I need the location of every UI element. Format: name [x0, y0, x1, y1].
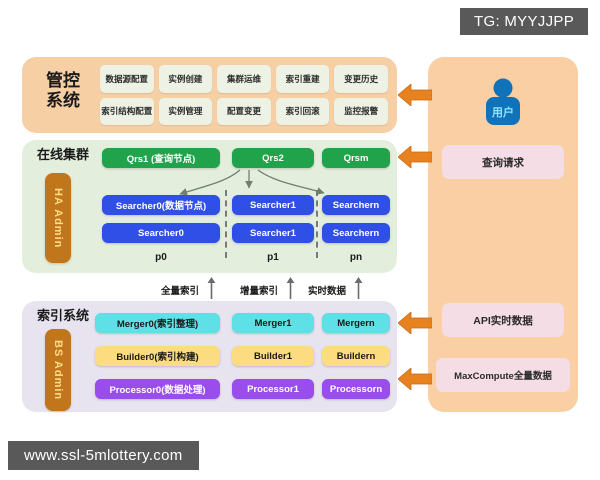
user-avatar-icon — [486, 78, 520, 125]
management-cell[interactable]: 实例管理 — [158, 97, 213, 125]
qrs-node[interactable]: Qrsm — [322, 148, 390, 168]
watermark-bottom-label: www.ssl-5mlottery.com — [8, 441, 199, 470]
watermark-top-label: TG: MYYJJPP — [460, 8, 588, 35]
builder-node[interactable]: Buildern — [322, 346, 390, 366]
merger-inbound-arrow-icon — [398, 312, 432, 334]
management-cell[interactable]: 变更历史 — [334, 65, 388, 93]
feed-label-full-index: 全量索引 — [161, 286, 200, 297]
maxcompute-full-data-box[interactable]: MaxCompute全量数据 — [436, 358, 570, 392]
searcher-node[interactable]: Searcher1 — [232, 195, 314, 215]
user-avatar-label: 用户 — [492, 107, 514, 119]
management-cell[interactable]: 监控报警 — [334, 97, 388, 125]
processor-node[interactable]: Processor1 — [232, 379, 314, 399]
index-system-title: 索引系统 — [36, 308, 89, 323]
management-system-section: 管控 系统 数据源配置 实例创建 集群运维 索引重建 变更历史 索引结构配置 实… — [22, 57, 397, 133]
searcher-node[interactable]: Searcher0(数据节点) — [102, 195, 220, 215]
qrs-node[interactable]: Qrs2 — [232, 148, 314, 168]
processor-inbound-arrow-icon — [398, 368, 432, 390]
builder-node[interactable]: Builder1 — [232, 346, 314, 366]
qrs-node[interactable]: Qrs1 (查询节点) — [102, 148, 220, 168]
merger-node[interactable]: Mergern — [322, 313, 390, 333]
searcher-node[interactable]: Searcher0 — [102, 223, 220, 243]
management-cell[interactable]: 索引回滚 — [275, 97, 330, 125]
online-cluster-inbound-arrow-icon — [398, 146, 432, 168]
management-feature-grid: 数据源配置 实例创建 集群运维 索引重建 变更历史 索引结构配置 实例管理 配置… — [100, 65, 388, 125]
partition-separator — [316, 190, 318, 258]
management-cell[interactable]: 索引结构配置 — [100, 97, 154, 125]
searcher-node[interactable]: Searcher1 — [232, 223, 314, 243]
full-index-up-arrow-icon — [207, 277, 216, 299]
processor-node[interactable]: Processorn — [322, 379, 390, 399]
partition-label: p1 — [267, 252, 279, 263]
realtime-data-up-arrow-icon — [354, 277, 363, 299]
management-cell[interactable]: 实例创建 — [158, 65, 213, 93]
processor-node[interactable]: Processor0(数据处理) — [95, 379, 220, 399]
online-cluster-section: 在线集群 HA Admin Qrs1 (查询节点) Qrs2 Qrsm Sear… — [22, 140, 397, 273]
partition-separator — [225, 190, 227, 258]
management-cell[interactable]: 索引重建 — [275, 65, 330, 93]
management-cell[interactable]: 集群运维 — [217, 65, 271, 93]
searcher-node[interactable]: Searchern — [322, 195, 390, 215]
feed-label-incremental-index: 增量索引 — [240, 286, 279, 297]
merger-node[interactable]: Merger0(索引整理) — [95, 313, 220, 333]
api-realtime-data-box[interactable]: API实时数据 — [442, 303, 564, 337]
query-request-box[interactable]: 查询请求 — [442, 145, 564, 179]
searcher-node[interactable]: Searchern — [322, 223, 390, 243]
management-cell[interactable]: 数据源配置 — [100, 65, 154, 93]
ha-admin-bar: HA Admin — [45, 173, 71, 263]
feed-label-realtime-data: 实时数据 — [308, 286, 347, 297]
partition-label: pn — [349, 252, 363, 263]
partition-label: p0 — [155, 252, 167, 263]
index-system-section: 索引系统 BS Admin Merger0(索引整理) Merger1 Merg… — [22, 301, 397, 412]
management-cell[interactable]: 配置变更 — [217, 97, 271, 125]
merger-node[interactable]: Merger1 — [232, 313, 314, 333]
builder-node[interactable]: Builder0(索引构建) — [95, 346, 220, 366]
user-side-panel: 用户 查询请求 API实时数据 MaxCompute全量数据 — [428, 57, 578, 412]
online-cluster-title: 在线集群 — [36, 147, 89, 162]
management-system-title: 管控 系统 — [46, 71, 80, 110]
bs-admin-bar: BS Admin — [45, 329, 71, 411]
incremental-index-up-arrow-icon — [286, 277, 295, 299]
management-inbound-arrow-icon — [398, 84, 432, 106]
